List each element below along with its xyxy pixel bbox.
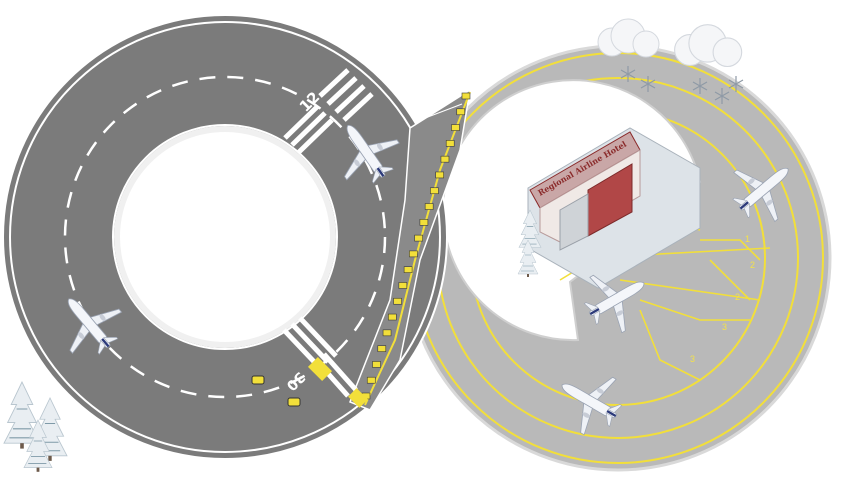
taxiway-marker — [430, 187, 439, 195]
taxiway-marker — [456, 108, 466, 116]
taxiway-marker — [372, 361, 381, 368]
threshold-12 — [283, 68, 374, 154]
runway-ring — [2, 14, 448, 460]
gate-number: 2 — [750, 260, 755, 270]
taxiway-markers — [361, 92, 471, 400]
taxiway-marker — [377, 345, 387, 352]
taxiway-marker — [393, 297, 402, 305]
taxiway-marker — [409, 250, 418, 258]
taxiway-marker — [398, 282, 408, 289]
taxiway-marker — [440, 155, 450, 163]
gate-number: 3 — [722, 322, 727, 332]
service-vehicle-icon — [251, 375, 301, 407]
taxiway-marker — [366, 376, 376, 384]
taxiway-marker — [382, 329, 392, 337]
taxiway-marker — [424, 203, 434, 210]
gate-number: 3 — [690, 354, 695, 364]
taxiway-marker — [445, 140, 455, 147]
gate-number: 1 — [745, 234, 750, 244]
taxiway-marker — [451, 124, 460, 131]
gate-number: 2 — [735, 292, 740, 302]
taxiway-marker — [435, 171, 444, 179]
snowy-tree-icon — [3, 381, 68, 473]
taxiway-marker — [388, 313, 397, 321]
threshold-30-yellow — [307, 356, 368, 408]
taxiway-marker — [461, 92, 471, 100]
taxiway-marker — [419, 219, 429, 226]
jet-blast-streaks — [368, 402, 424, 460]
taxiway-marker — [403, 266, 413, 273]
taxiway-marker — [414, 234, 423, 242]
